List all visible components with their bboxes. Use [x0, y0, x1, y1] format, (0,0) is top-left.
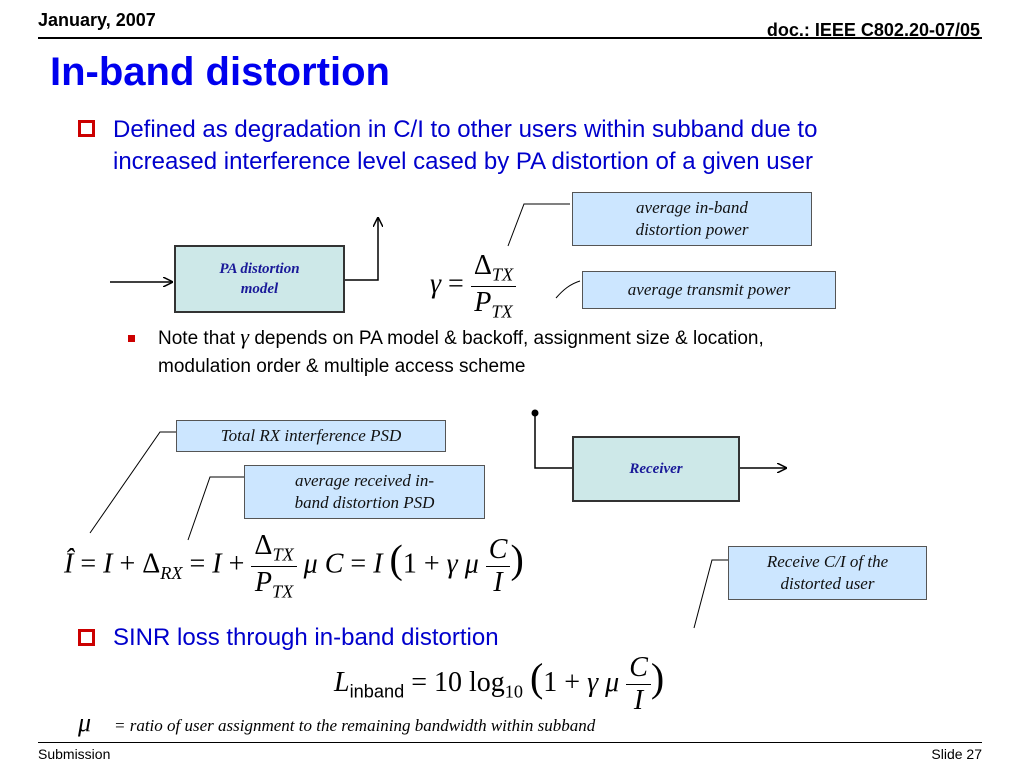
pa-block-line-1: PA distortion: [219, 261, 300, 277]
note-avg-rx-line-2: band distortion PSD: [294, 493, 435, 512]
header-doc-id: doc.: IEEE C802.20-07/05: [766, 20, 980, 40]
note-average-received-inband-distortion-psd: average received in-band distortion PSD: [244, 465, 485, 519]
gamma-symbol: γ: [240, 324, 250, 349]
bullet-marker-1: [78, 120, 95, 137]
bullet-marker-2: [78, 629, 95, 646]
footer-slide-number: Slide 27: [931, 746, 982, 762]
mu-symbol: μ: [78, 708, 92, 737]
note-average-transmit-power: average transmit power: [582, 271, 836, 309]
note-average-inband-distortion-power: average in-band distortion power: [572, 192, 812, 246]
sub-bullet-line-1: Note that γ depends on PA model & backof…: [158, 322, 764, 354]
note-avg-inband-line-1: average in-band: [636, 198, 748, 217]
pa-distortion-model-block: PA distortion model: [174, 245, 345, 313]
header-date: January, 2007: [38, 10, 156, 30]
sub-bullet-marker: [128, 335, 135, 342]
note-total-rx-interference-psd: Total RX interference PSD: [176, 420, 446, 452]
note-avg-rx-line-1: average received in-: [294, 471, 435, 490]
footer-rule: [38, 742, 982, 743]
sub-bullet-line-2: modulation order & multiple access schem…: [158, 356, 526, 377]
sub-bullet-post: depends on PA model & backoff, assignmen…: [254, 328, 764, 349]
note-receive-ci-line-2: distorted user: [780, 574, 875, 593]
mu-definition: = ratio of user assignment to the remain…: [114, 716, 596, 735]
note-receive-ci-distorted-user: Receive C/I of the distorted user: [728, 546, 927, 600]
footer-submission: Submission: [38, 746, 111, 762]
note-receive-ci-line-1: Receive C/I of the: [766, 552, 889, 571]
receiver-block: Receiver: [572, 436, 740, 502]
slide-title: In-band distortion: [50, 50, 390, 94]
bullet-1-line-2: increased interference level cased by PA…: [113, 148, 813, 175]
sub-bullet-pre: Note that: [158, 328, 236, 349]
note-avg-inband-line-2: distortion power: [635, 220, 749, 239]
bullet-1-line-1: Defined as degradation in C/I to other u…: [113, 116, 818, 143]
bullet-2-text: SINR loss through in-band distortion: [113, 624, 499, 651]
header-rule: [38, 37, 982, 39]
pa-block-line-2: model: [240, 281, 279, 297]
